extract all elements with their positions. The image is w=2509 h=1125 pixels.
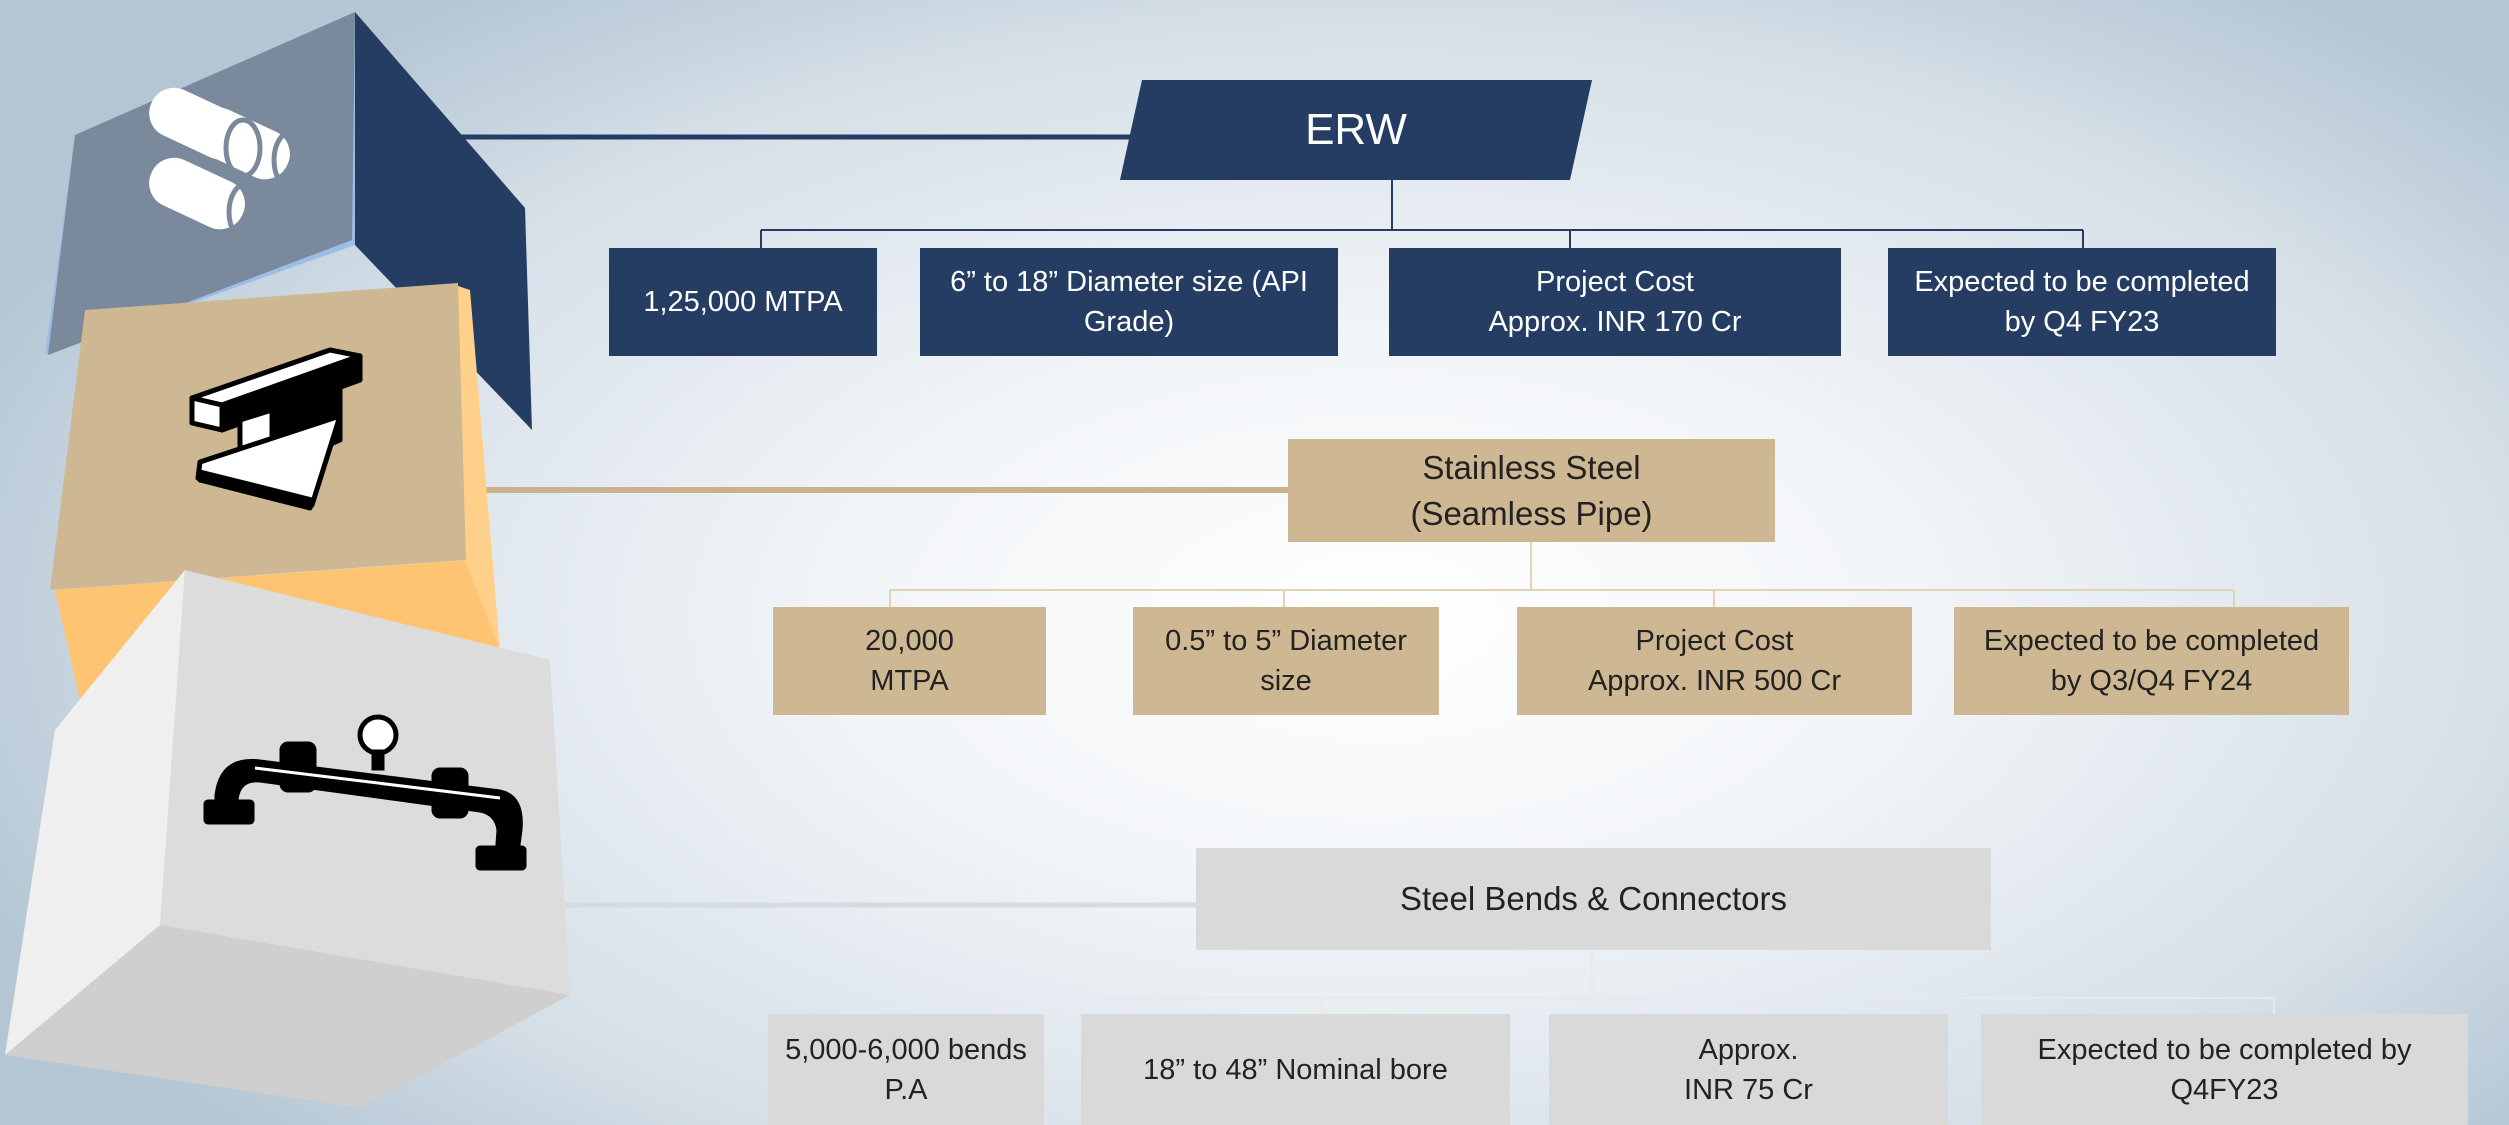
erw-title-text: ERW xyxy=(1305,105,1407,154)
bends-cost-box: Approx. INR 75 Cr xyxy=(1549,1014,1948,1125)
stainless-completion-box: Expected to be completed by Q3/Q4 FY24 xyxy=(1954,607,2349,715)
erw-cost-box: Project Cost Approx. INR 170 Cr xyxy=(1389,248,1841,356)
stainless-diameter-box: 0.5” to 5” Diameter size xyxy=(1133,607,1439,715)
bends-cube xyxy=(5,570,570,1108)
erw-capacity-box: 1,25,000 MTPA xyxy=(609,248,877,356)
pipes-icon xyxy=(149,87,311,243)
i-beam-icon xyxy=(189,347,363,511)
pipe-fitting-icon xyxy=(203,714,527,871)
product-cubes xyxy=(5,12,570,1108)
bends-bore-box: 18” to 48” Nominal bore xyxy=(1081,1014,1510,1125)
erw-completion-box: Expected to be completed by Q4 FY23 xyxy=(1888,248,2276,356)
stainless-capacity-box: 20,000 MTPA xyxy=(773,607,1046,715)
erw-diameter-box: 6” to 18” Diameter size (API Grade) xyxy=(920,248,1338,356)
stainless-title: Stainless Steel (Seamless Pipe) xyxy=(1288,439,1775,542)
bends-completion-box: Expected to be completed by Q4FY23 xyxy=(1981,1014,2468,1125)
erw-title-shape xyxy=(1120,80,1592,180)
stainless-cost-box: Project Cost Approx. INR 500 Cr xyxy=(1517,607,1912,715)
erw-title: ERW xyxy=(1120,80,1592,180)
bends-capacity-box: 5,000-6,000 bends P.A xyxy=(768,1014,1044,1125)
bends-title: Steel Bends & Connectors xyxy=(1196,848,1991,950)
